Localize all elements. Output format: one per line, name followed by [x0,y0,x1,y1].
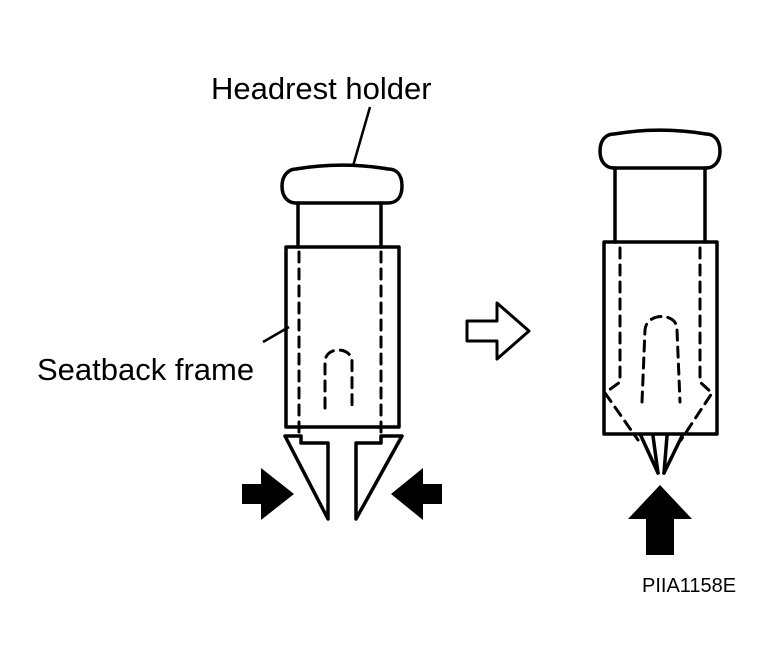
right-arrow-icon [242,468,294,520]
collapsed-tab-line-2 [651,434,660,475]
seatback-frame-tube-right [602,240,719,436]
holder-cap [280,163,404,205]
left-arrow-icon [391,468,442,520]
hidden-holder-walls-right [603,246,714,442]
collapsed-tab-line-4 [662,434,684,475]
seatback-frame-tube [284,245,401,429]
leader-headrest-holder [351,106,372,167]
outline-right-arrow-icon [465,301,531,361]
right-figure [598,128,722,475]
label-headrest-holder: Headrest holder [211,71,432,106]
collapsed-tab-line-3 [662,434,669,475]
lower-tab-right [354,434,404,521]
left-figure [280,163,404,521]
lower-tab-left [283,434,330,521]
label-seatback-frame: Seatback frame [37,352,254,387]
collapsed-tab-line-1 [639,434,660,475]
leader-seatback-frame [262,325,290,344]
hidden-holder-walls [297,250,383,435]
up-arrow-icon [628,485,692,555]
figure-code: PIIA1158E [642,575,736,597]
holder-cap-raised [598,128,722,170]
